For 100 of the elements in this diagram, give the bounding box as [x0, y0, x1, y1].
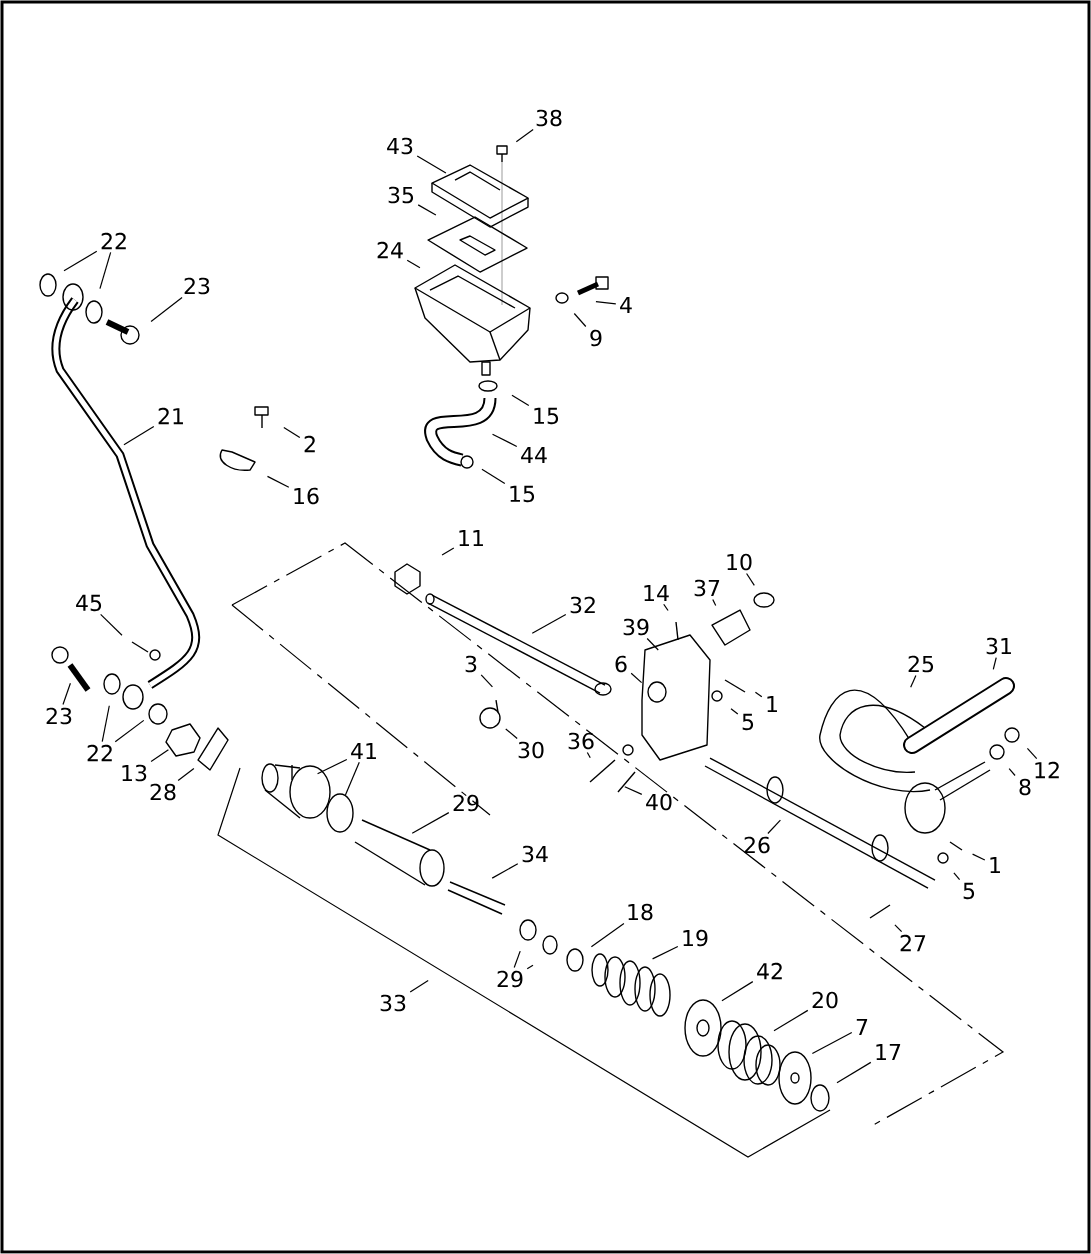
callout-number: 29	[453, 794, 479, 812]
leader-line	[972, 853, 986, 861]
callout-number: 22	[87, 744, 112, 762]
callout-number: 40	[646, 793, 672, 811]
leader-line	[992, 656, 997, 670]
leader-line	[573, 312, 587, 328]
callout-number: 22	[101, 232, 126, 250]
callout-number: 43	[387, 137, 413, 155]
callout-number: 25	[908, 655, 934, 673]
callout-number: 16	[294, 487, 319, 505]
leader-line	[624, 786, 643, 795]
callout-number: 36	[568, 732, 594, 750]
leader-line	[1008, 768, 1016, 777]
leader-line	[531, 613, 567, 634]
leader-line	[730, 708, 739, 715]
leader-line	[515, 128, 534, 143]
callout-number: 34	[522, 845, 548, 863]
callout-number: 4	[620, 297, 632, 314]
callout-number: 35	[388, 186, 414, 204]
callout-number: 13	[122, 764, 147, 782]
leader-line	[481, 468, 506, 485]
callout-number: 11	[459, 530, 483, 547]
callout-number: 7	[856, 1019, 868, 1036]
callout-number: 44	[521, 447, 547, 464]
leader-line	[417, 204, 437, 216]
callout-number: 23	[46, 707, 72, 725]
leader-line	[513, 950, 521, 969]
leader-line	[411, 812, 450, 834]
leader-line	[123, 425, 155, 446]
leader-line	[712, 598, 717, 607]
leader-line	[344, 761, 360, 796]
callout-number: 27	[900, 934, 926, 952]
callout-number: 3	[465, 655, 477, 673]
callout-number: 26	[744, 836, 770, 854]
callout-number: 32	[570, 596, 595, 614]
callout-number: 29	[497, 970, 523, 988]
leader-line	[1026, 747, 1038, 760]
leader-line	[663, 603, 669, 612]
leader-line	[100, 613, 123, 636]
leader-line	[511, 394, 530, 407]
leader-line	[150, 749, 169, 763]
leader-line	[416, 155, 447, 174]
leader-line	[266, 475, 290, 488]
leader-line	[441, 547, 455, 556]
callout-number: 18	[628, 903, 653, 921]
leader-line	[99, 251, 112, 290]
leader-line	[150, 296, 183, 323]
leader-line	[590, 922, 625, 948]
callout-number: 6	[615, 655, 627, 673]
callout-number: 1	[990, 857, 1000, 874]
leader-line	[491, 433, 518, 448]
callout-number: 20	[812, 991, 838, 1009]
leader-line	[630, 672, 643, 684]
callout-number: 23	[184, 277, 210, 295]
callout-number: 19	[683, 929, 708, 947]
leader-line	[595, 301, 617, 305]
leader-line	[811, 1031, 853, 1055]
leader-line	[480, 674, 494, 688]
callout-number: 1	[767, 696, 777, 713]
callout-number: 14	[644, 585, 669, 602]
leader-line	[406, 259, 421, 269]
callout-number: 28	[150, 783, 176, 801]
callout-number: 8	[1019, 778, 1031, 796]
callout-number: 39	[623, 618, 649, 636]
callout-number: 2	[304, 435, 315, 453]
leader-line	[910, 674, 917, 688]
callout-number: 15	[534, 407, 559, 425]
callout-number: 9	[590, 329, 602, 347]
leader-line	[586, 751, 591, 759]
leader-line	[526, 964, 534, 970]
leader-line	[646, 637, 659, 651]
leader-line	[409, 979, 429, 993]
callout-number: 24	[377, 241, 403, 259]
callout-number: 37	[694, 579, 720, 597]
callout-number: 41	[351, 743, 376, 760]
callout-number: 17	[876, 1044, 901, 1061]
callout-number: 33	[380, 994, 406, 1012]
leader-line	[316, 758, 348, 775]
leader-line	[114, 719, 145, 743]
leader-line	[505, 728, 518, 740]
leader-line	[721, 981, 754, 1002]
leader-line	[953, 872, 961, 881]
callout-number: 12	[1035, 761, 1059, 779]
leader-line	[101, 705, 110, 743]
leader-line	[177, 767, 195, 782]
leader-line	[894, 924, 903, 933]
callout-number: 5	[963, 882, 975, 900]
callout-number: 5	[742, 713, 754, 731]
leader-line	[836, 1061, 872, 1084]
callout-number: 21	[158, 407, 183, 425]
callout-number: 30	[518, 741, 544, 759]
leader-line	[63, 250, 98, 272]
callout-number: 42	[757, 962, 782, 980]
callout-number: 15	[510, 485, 535, 503]
leader-line	[651, 945, 679, 960]
leader-line	[754, 691, 763, 698]
leader-line	[767, 819, 781, 835]
callout-number: 38	[536, 109, 562, 127]
callout-number: 45	[76, 594, 102, 612]
callout-number: 10	[727, 553, 752, 571]
